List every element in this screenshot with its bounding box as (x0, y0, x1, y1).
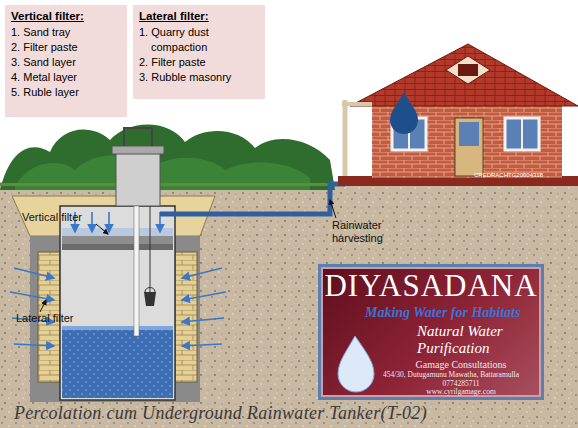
sand-layer (62, 228, 173, 236)
well-cap (112, 146, 164, 154)
watermark: CREDRACHTG20004318 (474, 172, 574, 179)
bucket-rope (150, 206, 151, 292)
logo-panel: DIYASADANA Making Water for HabitatsNatur… (318, 264, 544, 400)
panel-text: 0774285711 (381, 380, 541, 388)
pump-pipe (134, 206, 139, 336)
rubble-layer (62, 244, 173, 250)
info-box: Vertical filter:1. Sand tray2. Filter pa… (5, 5, 127, 117)
water-surface (62, 326, 173, 330)
list-item: 1. Quarry dust compaction (139, 25, 259, 55)
well-head (116, 152, 160, 206)
list-item: 3. Sand layer (11, 55, 121, 70)
list-item: 5. Ruble layer (11, 85, 121, 100)
callout-label: Vertical filter (22, 211, 102, 224)
panel-text: Gamage Consultations (381, 359, 541, 370)
window-bar (521, 118, 523, 150)
well-chamber (60, 206, 175, 400)
metal-layer (62, 236, 173, 244)
caption: Percolation cum Underground Rainwater Ta… (14, 403, 427, 424)
info-box: Lateral filter:1. Quarry dust compaction… (133, 5, 265, 99)
list-item: 2. Filter paste (139, 55, 259, 70)
bucket (144, 292, 156, 306)
callout-label: Rainwater harvesting (332, 219, 412, 245)
door-glass (459, 122, 479, 146)
gable-ornament (446, 56, 490, 84)
water-drop (390, 92, 418, 134)
gable-vent (458, 64, 478, 76)
gutter (342, 102, 372, 106)
pulley-frame (124, 128, 152, 146)
box-heading: Lateral filter: (139, 9, 259, 24)
list-item: 4. Metal layer (11, 70, 121, 85)
box-heading: Vertical filter: (11, 9, 121, 24)
stored-water (62, 326, 173, 398)
downpipe (343, 100, 348, 186)
lateral-masonry-right (175, 252, 197, 382)
leader-line (40, 300, 46, 312)
panel-text: Natural Water Purification (417, 323, 535, 356)
list-item: 3. Rubble masonry (139, 70, 259, 85)
ground (0, 182, 578, 428)
lateral-flow-arrows (10, 268, 226, 346)
list-item: 2. Filter paste (11, 40, 121, 55)
panel-text: 454/30, Dutugamunu Mawatha, Battaramulla (361, 371, 541, 379)
leader-line (96, 224, 108, 234)
inflow-pipe (160, 184, 345, 214)
callout-label: Lateral filter (16, 312, 76, 325)
panel-text: Making Water for Habitats (365, 305, 541, 320)
list-item: 1. Sand tray (11, 25, 121, 40)
door (455, 118, 483, 176)
bucket-handle (145, 288, 155, 293)
vertical-flow-arrows (75, 212, 160, 232)
panel-text: DIYASADANA (321, 269, 541, 303)
panel-text: www.cyrilgamage.com (381, 388, 541, 396)
window-right (505, 118, 539, 150)
hedge (0, 124, 335, 190)
roof (350, 44, 578, 106)
leader-line (330, 200, 336, 218)
